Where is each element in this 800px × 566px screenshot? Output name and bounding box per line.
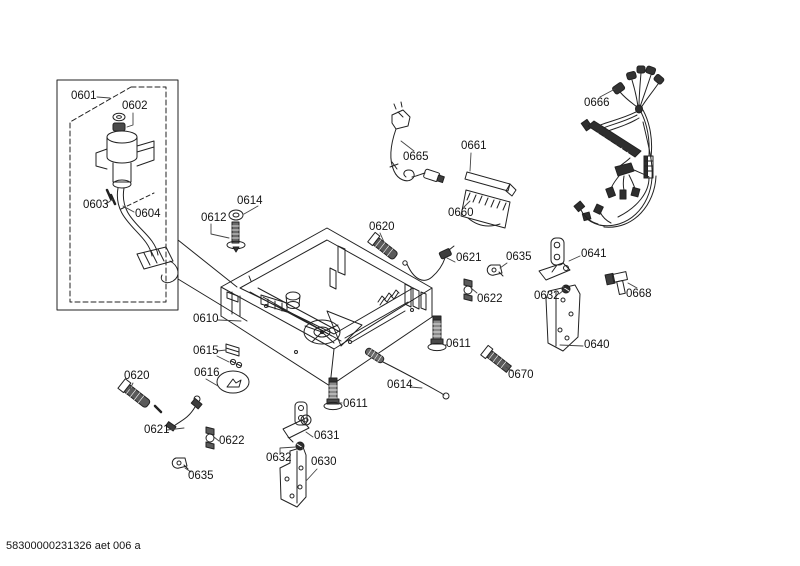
callout-0620-left: 0620 bbox=[124, 370, 150, 382]
part-hinge-0622-left bbox=[206, 427, 214, 449]
callout-0668: 0668 bbox=[626, 288, 652, 300]
callout-0670: 0670 bbox=[508, 369, 534, 381]
part-cable-0614 bbox=[364, 347, 449, 399]
part-strip-0670 bbox=[481, 345, 513, 374]
part-foot-0611-lower bbox=[324, 378, 342, 410]
document-code: 58300000231326 aet 006 a bbox=[6, 540, 141, 552]
callout-0632-lower: 0632 bbox=[266, 452, 292, 464]
callout-0603: 0603 bbox=[83, 199, 109, 211]
callout-0604: 0604 bbox=[135, 208, 161, 220]
part-base-frame-0610 bbox=[221, 228, 432, 386]
callout-0620-right: 0620 bbox=[369, 221, 395, 233]
callout-0602: 0602 bbox=[122, 100, 148, 112]
part-0616 bbox=[217, 371, 249, 393]
callout-0614-top: 0614 bbox=[237, 195, 263, 207]
part-clip-0635-left bbox=[172, 458, 188, 469]
kit-box-0601 bbox=[57, 80, 247, 321]
part-harness-0666 bbox=[574, 66, 665, 228]
part-bolt-0612 bbox=[227, 222, 245, 252]
leader-lines bbox=[97, 89, 637, 481]
callout-0615: 0615 bbox=[193, 345, 219, 357]
part-0615 bbox=[226, 344, 242, 368]
part-strip-0661 bbox=[465, 172, 516, 196]
callout-0666: 0666 bbox=[584, 97, 610, 109]
part-hinge-0622-right bbox=[464, 279, 472, 301]
callout-0660: 0660 bbox=[448, 207, 474, 219]
callout-0635-left: 0635 bbox=[188, 470, 214, 482]
callout-0611-lower: 0611 bbox=[343, 398, 368, 410]
callout-0622-left: 0622 bbox=[219, 435, 245, 447]
callout-0622-right: 0622 bbox=[477, 293, 503, 305]
part-bracket-0640 bbox=[546, 285, 580, 351]
part-wire-0621-left bbox=[155, 396, 202, 431]
part-valve-connector bbox=[137, 247, 178, 283]
part-wire-0621-right bbox=[403, 246, 454, 280]
part-screw-0632-lower bbox=[296, 442, 304, 450]
callout-0621-left: 0621 bbox=[144, 424, 170, 436]
callout-0614-lower: 0614 bbox=[387, 379, 413, 391]
callout-0610: 0610 bbox=[193, 313, 219, 325]
callout-0630: 0630 bbox=[311, 456, 337, 468]
callout-0631: 0631 bbox=[314, 430, 340, 442]
part-foot-0611-right bbox=[428, 316, 446, 351]
part-pin-0620-left bbox=[118, 379, 152, 409]
callout-0640: 0640 bbox=[584, 339, 610, 351]
callout-0632-right: 0632 bbox=[534, 290, 560, 302]
callout-0661: 0661 bbox=[461, 140, 487, 152]
part-power-cord-0665 bbox=[390, 102, 445, 184]
part-hinge-0631 bbox=[283, 402, 311, 442]
part-panel-0660 bbox=[461, 190, 510, 228]
callout-0665: 0665 bbox=[403, 151, 429, 163]
part-bracket-0630 bbox=[280, 447, 306, 507]
callout-0616: 0616 bbox=[194, 367, 220, 379]
callout-0611-right: 0611 bbox=[446, 338, 471, 350]
part-nut-0614 bbox=[229, 210, 243, 220]
callout-0621-right: 0621 bbox=[456, 252, 482, 264]
part-hinge-lever-0641 bbox=[539, 238, 570, 280]
part-pin-0620-right bbox=[368, 232, 400, 261]
part-clip-0635-right bbox=[487, 265, 503, 276]
callout-0635-right: 0635 bbox=[506, 251, 532, 263]
part-inlet-valve bbox=[96, 113, 158, 256]
part-0668 bbox=[605, 271, 630, 297]
callout-0641: 0641 bbox=[581, 248, 607, 260]
callout-0601: 0601 bbox=[71, 90, 97, 102]
callout-0612: 0612 bbox=[201, 212, 227, 224]
